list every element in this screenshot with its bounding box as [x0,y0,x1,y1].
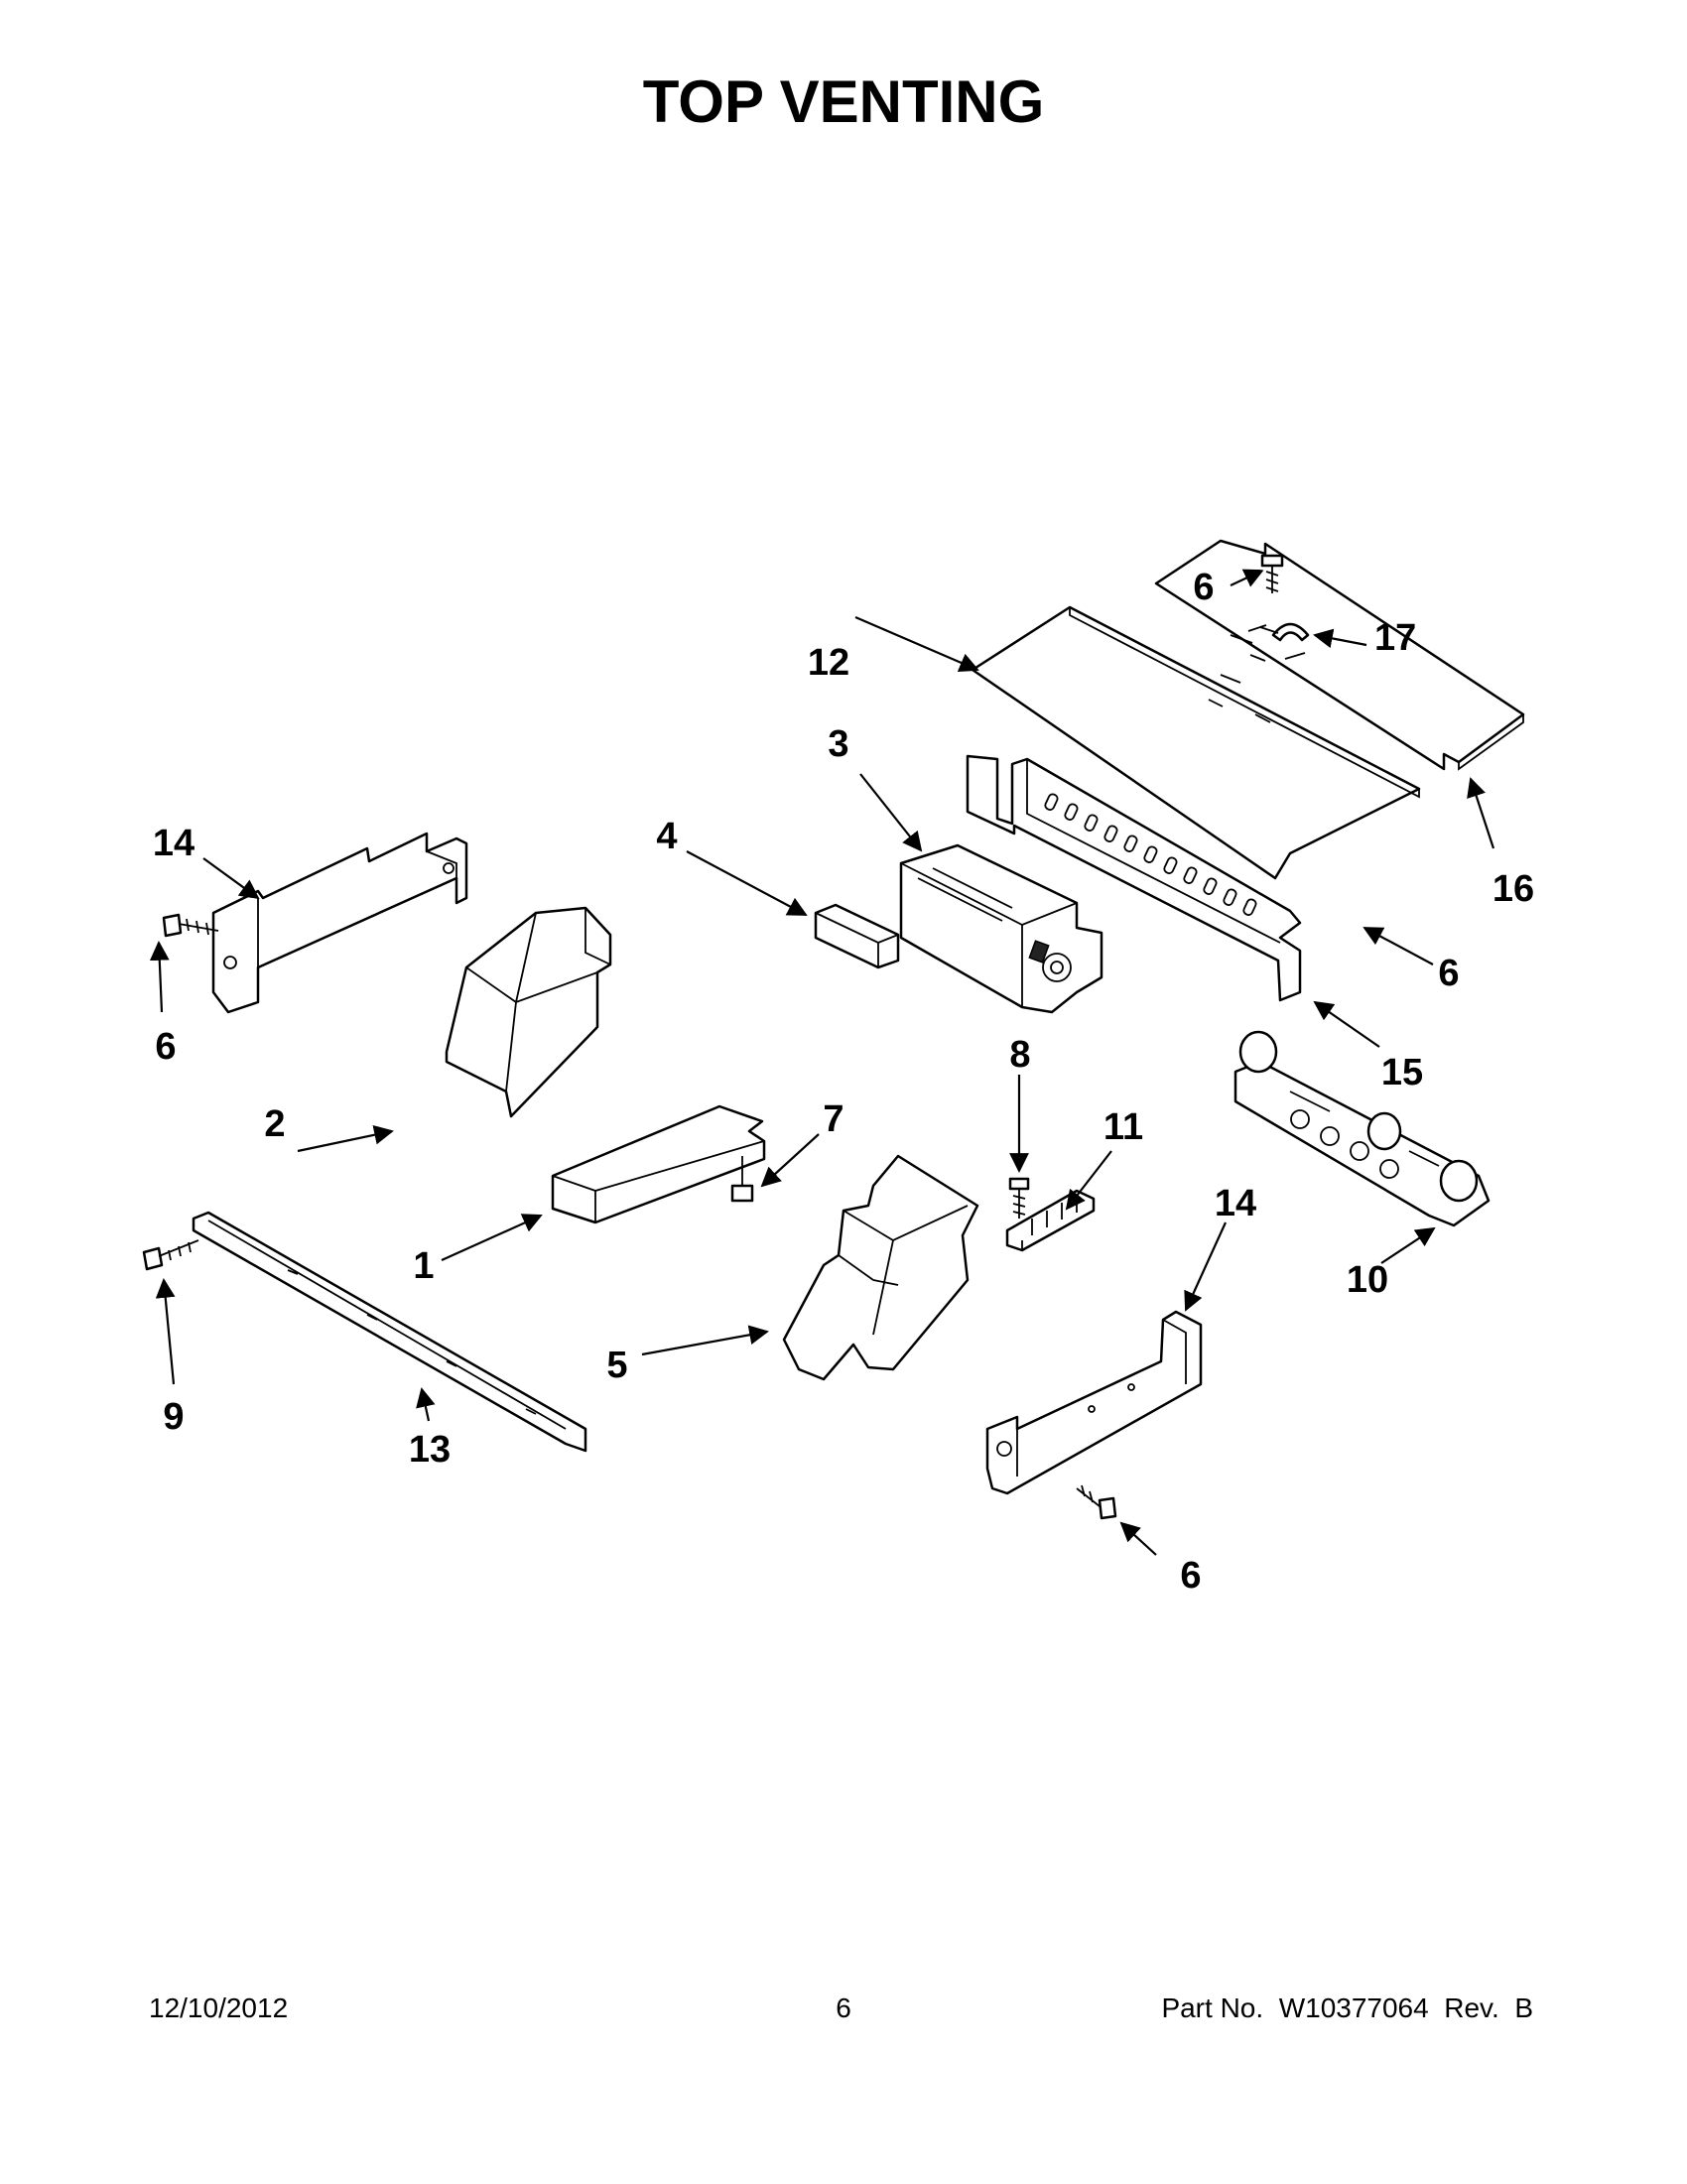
part-14-bracket-left [211,832,468,1014]
part-8-screw [1008,1177,1030,1219]
callout-8: 8 [1009,1034,1030,1076]
callout-6-left: 6 [155,1026,176,1068]
callout-11: 11 [1103,1106,1143,1148]
part-6-screw-top [1260,554,1284,593]
callout-6-top: 6 [1193,567,1214,608]
callout-13: 13 [409,1429,451,1471]
part-6-screw-bottom [1076,1484,1117,1520]
callout-14-left: 14 [153,823,195,864]
part-14-bracket-right [985,1310,1203,1495]
callout-7: 7 [823,1098,844,1140]
callout-14-right: 14 [1215,1183,1256,1224]
part-1-vent-bar [551,1104,766,1224]
page-title: TOP VENTING [643,68,1045,135]
part-7-screw [730,1156,754,1203]
part-5-duct-liner [782,1154,979,1381]
callout-3: 3 [828,723,848,765]
part-6-screw-left [162,913,219,938]
part-9-screw [142,1239,199,1271]
callout-16: 16 [1492,868,1534,910]
callout-5: 5 [606,1345,627,1386]
callout-1: 1 [413,1245,434,1287]
callout-2: 2 [264,1103,285,1145]
callout-labels: 12 6 17 16 3 4 14 6 6 15 2 7 8 11 1 10 1… [153,567,1534,1597]
callout-4: 4 [656,816,677,857]
vent-slots [1044,793,1257,916]
callout-17: 17 [1374,617,1416,659]
part-4-foam-block [814,903,900,969]
part-3-fan-motor [899,843,1103,1014]
part-12-top-cover [971,605,1421,880]
part-2-vent-duct [445,906,612,1118]
part-13-rail [192,1211,587,1453]
callout-6-bottom: 6 [1180,1555,1201,1597]
callout-12: 12 [808,642,849,684]
part-11-terminal-block [1005,1189,1096,1252]
callout-9: 9 [163,1396,184,1438]
callout-10: 10 [1347,1259,1388,1301]
footer-page-number: 6 [836,1992,851,2023]
footer-part-number: Part No. W10377064 Rev. B [1161,1992,1533,2023]
part-15-vent-channel [966,754,1302,1002]
part-17-clip [1230,622,1310,644]
part-10-thermostat-bracket [1233,1030,1491,1227]
footer-date: 12/10/2012 [149,1992,288,2023]
callout-15: 15 [1381,1052,1423,1093]
callout-6-right: 6 [1438,953,1459,994]
part-16-back-panel [1154,539,1525,771]
leader-lines [149,569,1495,1556]
